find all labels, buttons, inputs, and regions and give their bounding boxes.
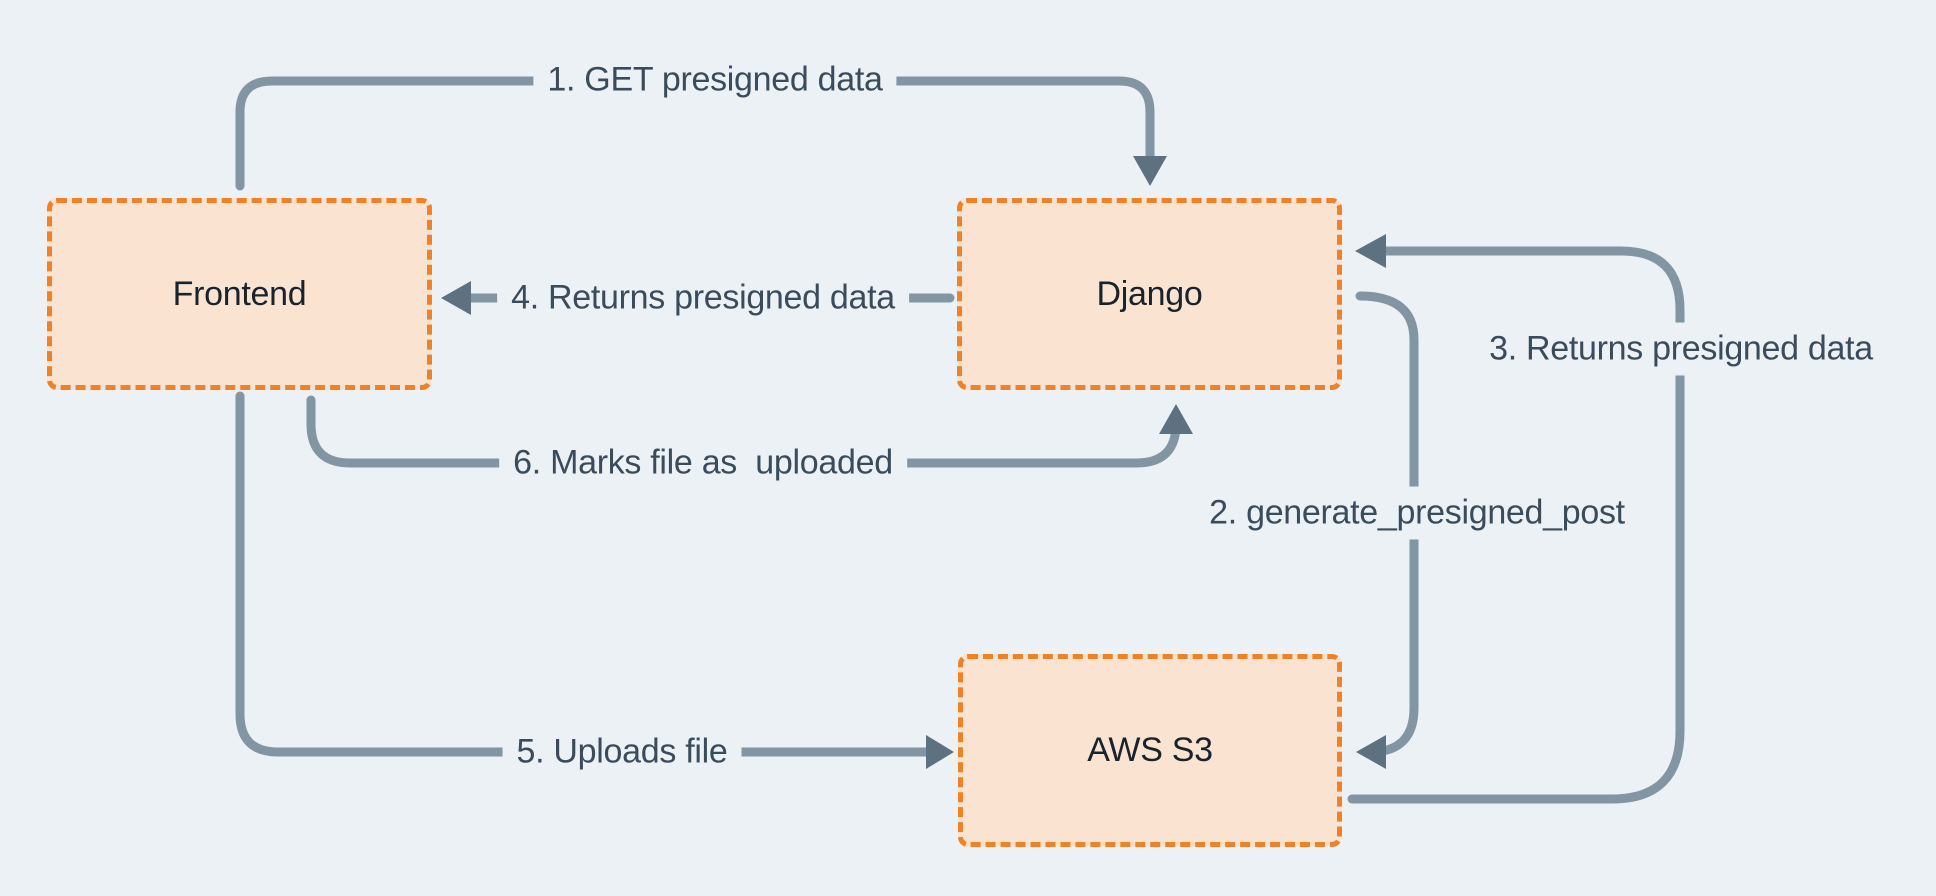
edge-1-arrowhead (1133, 156, 1167, 186)
edge-6-arrow (306, 395, 1193, 468)
edge-label-1: 1. GET presigned data (533, 53, 897, 107)
edge-3-arrowhead (1355, 234, 1386, 268)
node-frontend: Frontend (47, 198, 432, 390)
node-aws-s3: AWS S3 (958, 654, 1342, 847)
node-django-label: Django (1096, 274, 1203, 313)
edge-label-6: 6. Marks file as uploaded (499, 436, 907, 490)
edge-6-line (306, 395, 1181, 468)
edge-2-line (1355, 291, 1419, 757)
edge-3-arrow (1347, 234, 1685, 804)
edge-2-arrow (1355, 291, 1419, 769)
edge-5-arrowhead (926, 735, 954, 769)
edge-5-line (235, 391, 935, 757)
edge-label-5: 5. Uploads file (502, 725, 742, 779)
edge-label-2: 2. generate_presigned_post (1195, 486, 1639, 540)
edge-6-arrowhead (1159, 404, 1193, 434)
node-frontend-label: Frontend (172, 274, 307, 313)
edge-label-3: 3. Returns presigned data (1475, 322, 1887, 376)
edge-label-4: 4. Returns presigned data (497, 271, 909, 325)
node-django: Django (957, 198, 1342, 390)
edge-3-line (1347, 246, 1685, 804)
edge-2-arrowhead (1356, 735, 1386, 769)
node-aws-s3-label: AWS S3 (1087, 731, 1213, 769)
edge-4-arrowhead (441, 281, 471, 315)
edge-5-arrow (235, 391, 954, 769)
